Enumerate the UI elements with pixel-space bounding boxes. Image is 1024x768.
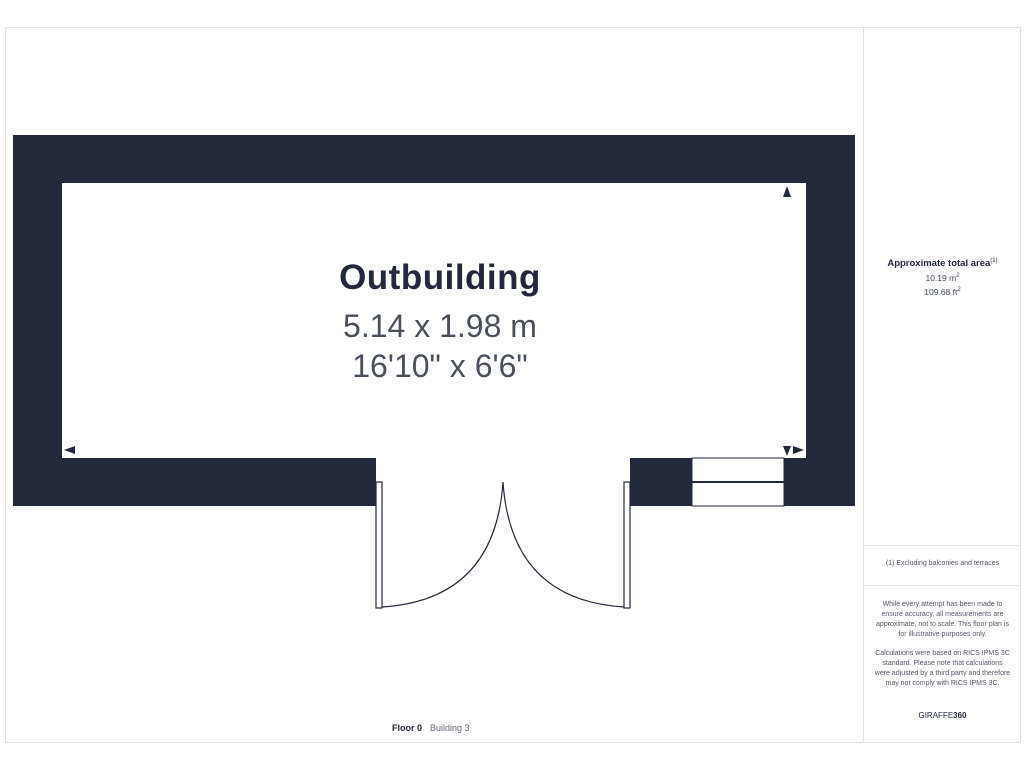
sidebar-divider [863,27,864,743]
area-sqm: 10.19 m2 [925,273,960,284]
dimension-arrow-up [783,186,791,197]
floor-plan [13,135,855,609]
room-dimensions-imperial: 16'10" x 6'6" [352,348,528,384]
area-title: Approximate total area(1) [887,258,998,270]
room-dimensions-metric: 5.14 x 1.98 m [343,308,537,344]
disclaimer-accuracy: While every attempt has been made to ens… [876,601,1009,638]
drawing-frame [5,27,1021,743]
dimension-arrow-left [64,446,75,454]
dimension-arrow-right [793,446,804,454]
sidebar-separator [864,545,1021,546]
room-name: Outbuilding [339,258,541,297]
window [691,457,785,507]
double-door [375,481,631,609]
building-name: Building 3 [430,723,470,733]
floor-label: Floor 0 Building 3 [392,723,470,733]
disclaimer: While every attempt has been made to ens… [874,600,1011,698]
brand-logo: GIRAFFE360 [918,711,967,720]
dimension-arrow-down [783,446,791,456]
sidebar-separator [864,585,1021,586]
area-sqft: 109.68 ft2 [924,287,961,298]
floor-name: Floor 0 [392,723,423,733]
area-summary: Approximate total area(1) 10.19 m2 109.6… [864,258,1021,297]
footnote: (1) Excluding balconies and terraces [885,560,1000,567]
disclaimer-rics: Calculations were based on RICS IPMS 3C … [874,650,1011,687]
